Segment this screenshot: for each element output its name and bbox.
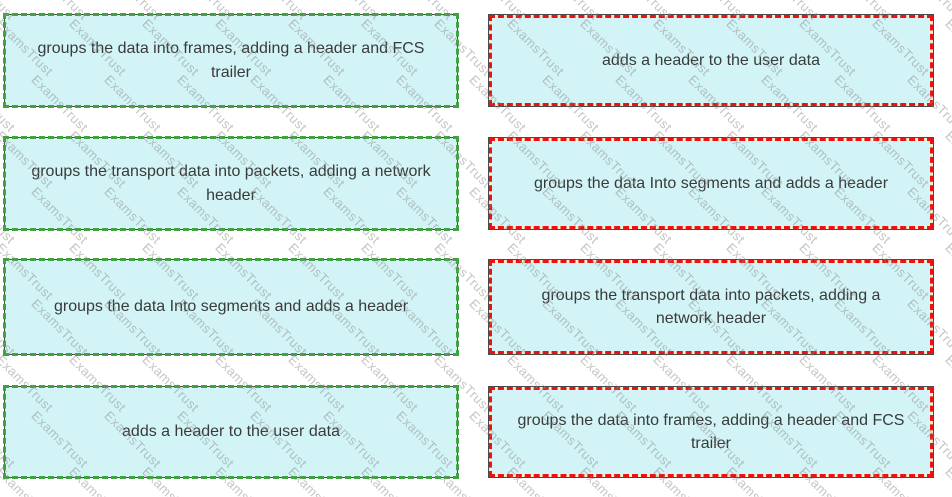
answer-box-label: groups the data Into segments and adds a… xyxy=(53,298,409,316)
answer-box-label: adds a header to the user data xyxy=(602,51,820,69)
watermark-text: ExamsTrust xyxy=(942,16,952,79)
answer-box-label: groups the transport data into packets, … xyxy=(541,286,881,327)
watermark-text: ExamsTrust xyxy=(942,128,952,191)
watermark-text: ExamsTrust xyxy=(942,352,952,415)
answer-box-label: groups the data Into segments and adds a… xyxy=(533,174,889,192)
watermark-text: ExamsTrust xyxy=(942,464,952,497)
answer-box-label: groups the data into frames, adding a he… xyxy=(37,40,425,81)
answer-box-label: groups the data into frames, adding a he… xyxy=(517,411,905,452)
answer-box-right-1[interactable]: adds a header to the user data xyxy=(488,14,934,107)
answer-box-left-2[interactable]: groups the transport data into packets, … xyxy=(3,136,459,231)
answer-box-right-4[interactable]: groups the data into frames, adding a he… xyxy=(488,386,934,478)
answer-box-left-4[interactable]: adds a header to the user data xyxy=(3,385,459,479)
answer-box-right-2[interactable]: groups the data Into segments and adds a… xyxy=(488,137,934,230)
answer-box-left-1[interactable]: groups the data into frames, adding a he… xyxy=(3,13,459,108)
watermark-text: ExamsTrust xyxy=(942,240,952,303)
answer-box-label: groups the transport data into packets, … xyxy=(31,163,431,204)
answer-box-label: adds a header to the user data xyxy=(122,423,340,441)
answer-box-right-3[interactable]: groups the transport data into packets, … xyxy=(488,259,934,355)
answer-box-left-3[interactable]: groups the data Into segments and adds a… xyxy=(3,258,459,356)
